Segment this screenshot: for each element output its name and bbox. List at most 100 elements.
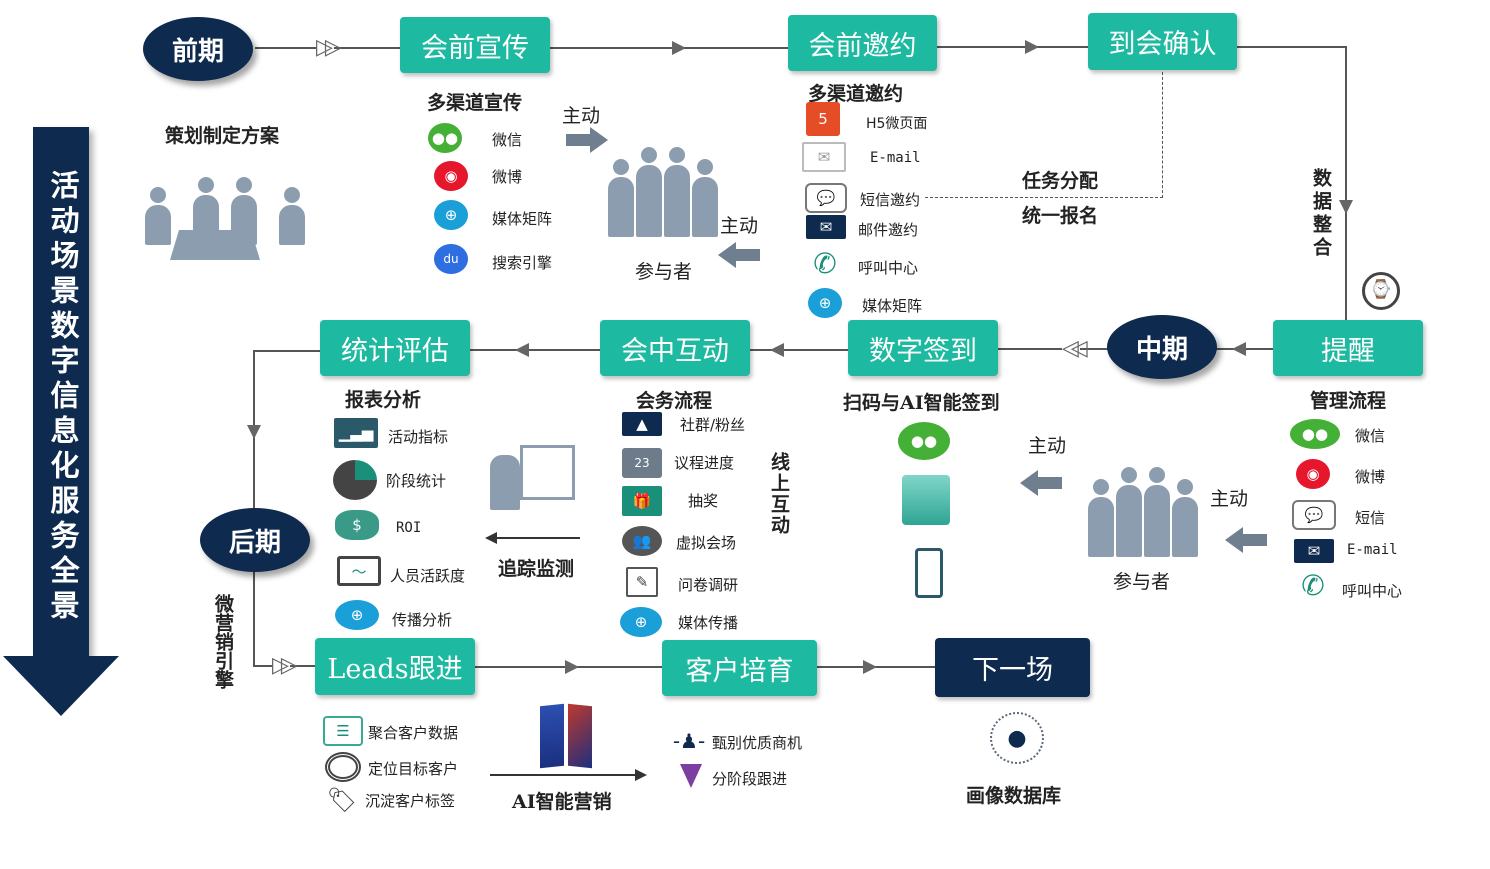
wechat-icon: ●●	[1290, 419, 1340, 449]
phase-late: 后期	[200, 508, 310, 572]
arrow-right-icon	[565, 660, 579, 674]
arrow-down-icon	[1339, 200, 1353, 214]
checkin-title: 扫码与AI智能签到	[843, 392, 1000, 414]
manage-item: 微信	[1355, 427, 1386, 445]
meeting-title: 会务流程	[636, 390, 713, 412]
arrow-left-icon	[485, 532, 497, 544]
stage-next[interactable]: 下一场	[935, 638, 1090, 697]
stage-confirm[interactable]: 到会确认	[1088, 13, 1237, 70]
connector	[1345, 46, 1347, 320]
envelope-icon: ✉	[1294, 539, 1334, 563]
tracking-label: 追踪监测	[498, 558, 575, 580]
connector	[495, 537, 580, 539]
monitor-icon: 〜	[337, 556, 381, 586]
leads-item: 沉淀客户标签	[365, 792, 456, 810]
sms-icon: 💬	[805, 183, 847, 213]
connector	[490, 774, 635, 776]
mail-icon: ✉	[802, 142, 846, 172]
connector	[750, 349, 848, 351]
manage-item: 呼叫中心	[1342, 582, 1403, 600]
online-interaction: 线上互动	[768, 452, 790, 536]
gift-icon: 🎁	[622, 486, 662, 516]
invite-item: 邮件邀约	[858, 221, 919, 239]
stage-invite[interactable]: 会前邀约	[788, 15, 937, 71]
participants-icon	[1088, 467, 1198, 557]
manage-item: E-mail	[1347, 542, 1398, 558]
opportunity-icon: -♟-	[672, 729, 706, 753]
globe-icon: ⊕	[335, 600, 379, 630]
weibo-icon: ◉	[1296, 459, 1330, 489]
meeting-item: 虚拟会场	[676, 534, 737, 552]
pie-chart-icon	[333, 460, 377, 500]
wechat-icon: ●●	[898, 422, 950, 460]
connector	[998, 348, 1108, 350]
connector	[253, 570, 255, 666]
meeting-item: 社群/粉丝	[680, 416, 746, 434]
funnel-icon	[680, 764, 702, 788]
report-item: 阶段统计	[386, 472, 447, 490]
stage-promo[interactable]: 会前宣传	[400, 17, 550, 73]
promo-item: 搜索引擎	[492, 254, 553, 272]
connector	[253, 350, 320, 352]
side-title: 活动场景数字信息化服务全景	[46, 170, 80, 625]
community-icon: ▲	[622, 412, 662, 436]
planning-label: 策划制定方案	[165, 125, 280, 147]
data-merge: 数据整合	[1310, 168, 1332, 260]
micro-marketing-engine: 微营销引擎	[212, 594, 234, 689]
promo-title: 多渠道宣传	[427, 92, 523, 114]
phone-call-icon: ✆	[813, 246, 837, 280]
report-title: 报表分析	[345, 389, 422, 411]
report-item: ROI	[396, 520, 422, 536]
globe-icon: ⊕	[620, 607, 662, 637]
weibo-icon: ◉	[434, 161, 468, 191]
arrow-left-icon	[1232, 342, 1246, 356]
invite-item: 短信邀约	[860, 191, 921, 209]
manage-title: 管理流程	[1310, 390, 1387, 412]
tag-icon: 🏷	[326, 786, 358, 814]
portrait-db-label: 画像数据库	[966, 785, 1062, 807]
bar-chart-icon: ▁▃▅	[334, 418, 378, 448]
promo-item: 媒体矩阵	[492, 210, 553, 228]
arrow-left-icon	[1020, 470, 1062, 496]
stage-nurture[interactable]: 客户培育	[662, 640, 817, 696]
manage-item: 微博	[1355, 468, 1386, 486]
side-arrow	[33, 127, 89, 657]
stage-remind[interactable]: 提醒	[1273, 320, 1423, 376]
leads-item: 定位目标客户	[368, 760, 459, 778]
participants-label: 参与者	[635, 261, 693, 283]
globe-icon: ⊕	[434, 200, 468, 230]
leads-item: 聚合客户数据	[368, 724, 459, 742]
wechat-icon: ●●	[428, 123, 462, 153]
survey-icon: ✎	[626, 567, 658, 597]
nurture-item: 分阶段跟进	[712, 770, 788, 788]
ai-marketing-label: AI智能营销	[512, 791, 612, 813]
arrow-left-icon	[1225, 527, 1267, 553]
active-label: 主动	[1210, 488, 1249, 510]
manage-item: 短信	[1355, 509, 1386, 527]
nurture-item: 甄别优质商机	[712, 734, 803, 752]
sms-icon: 💬	[1292, 500, 1336, 530]
phase-mid: 中期	[1107, 315, 1217, 379]
stage-interact[interactable]: 会中互动	[600, 320, 750, 376]
mobile-phone-icon	[915, 548, 943, 598]
promo-item: 微信	[492, 131, 523, 149]
promo-item: 微博	[492, 168, 523, 186]
active-label: 主动	[562, 105, 601, 127]
connector	[937, 46, 1088, 48]
meeting-item: 议程进度	[674, 454, 735, 472]
participants-icon	[608, 147, 718, 237]
invite-title: 多渠道邀约	[808, 83, 904, 105]
baidu-icon: du	[434, 244, 468, 274]
alarm-clock-icon: ⌚	[1362, 272, 1400, 310]
double-chevron-left-icon: ◁◁	[1062, 336, 1088, 361]
invite-item: H5微页面	[866, 116, 928, 132]
presenter-board-icon	[490, 445, 580, 520]
globe-icon: ⊕	[808, 288, 842, 318]
virtual-venue-icon: 👥	[622, 526, 662, 556]
stage-checkin[interactable]: 数字签到	[848, 320, 998, 376]
stage-leads[interactable]: Leads跟进	[315, 638, 475, 695]
report-item: 人员活跃度	[390, 567, 466, 585]
stage-evaluate[interactable]: 统计评估	[320, 320, 470, 376]
double-chevron-icon: ▷▷	[272, 653, 298, 678]
invite-item: 媒体矩阵	[862, 297, 923, 315]
